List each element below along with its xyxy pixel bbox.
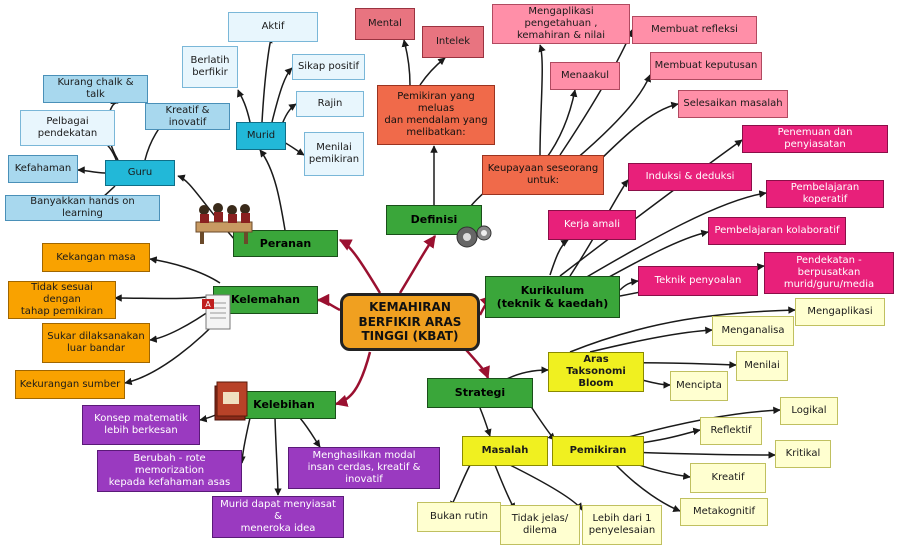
node-selesaikan-masalah: Selesaikan masalah	[678, 90, 788, 118]
node-kreatif-inovatif-guru: Kreatif & inovatif	[145, 103, 230, 130]
node-membuat-refleksi: Membuat refleksi	[632, 16, 757, 44]
central-topic: KEMAHIRAN BERFIKIR ARAS TINGGI (KBAT)	[340, 293, 480, 351]
node-bukan-rutin: Bukan rutin	[417, 502, 501, 532]
node-aktif: Aktif	[228, 12, 318, 42]
node-teknik-penyoalan: Teknik penyoalan	[638, 266, 758, 296]
node-pemikiran-meluas: Pemikiran yang meluas dan mendalam yang …	[377, 85, 495, 145]
node-tidak-jelas: Tidak jelas/ dilema	[500, 505, 580, 545]
node-konsep-matematik: Konsep matematik lebih berkesan	[82, 405, 200, 445]
node-koperatif: Pembelajaran koperatif	[766, 180, 884, 208]
document-icon: A	[200, 293, 234, 333]
node-kerja-amali: Kerja amali	[548, 210, 636, 240]
node-berubah-rote: Berubah - rote memorization kepada kefah…	[97, 450, 242, 492]
node-murid-menyiasat: Murid dapat menyiasat & meneroka idea	[212, 496, 344, 538]
node-kolaboratif: Pembelajaran kolaboratif	[708, 217, 846, 245]
node-logikal: Logikal	[780, 397, 838, 425]
node-tidak-sesuai: Tidak sesuai dengan tahap pemikiran	[8, 281, 116, 319]
node-kekurangan-sumber: Kekurangan sumber	[15, 370, 125, 399]
hub-peranan: Peranan	[233, 230, 338, 257]
node-taksonomi-bloom: Aras Taksonomi Bloom	[548, 352, 644, 392]
node-menilai: Menilai	[736, 351, 788, 381]
hub-strategi: Strategi	[427, 378, 533, 408]
node-guru: Guru	[105, 160, 175, 186]
node-mental: Mental	[355, 8, 415, 40]
node-modal-insan: Menghasilkan modal insan cerdas, kreatif…	[288, 447, 440, 489]
node-mencipta: Mencipta	[670, 371, 728, 401]
node-induksi-deduksi: Induksi & deduksi	[628, 163, 752, 191]
node-rajin: Rajin	[296, 91, 364, 117]
node-membuat-keputusan: Membuat keputusan	[650, 52, 762, 80]
node-sikap-positif: Sikap positif	[292, 54, 365, 80]
node-reflektif: Reflektif	[700, 417, 762, 445]
node-intelek: Intelek	[422, 26, 484, 58]
node-mengaplikasi: Mengaplikasi	[795, 298, 885, 326]
node-kefahaman: Kefahaman	[8, 155, 78, 183]
node-berlatih-berfikir: Berlatih berfikir	[182, 46, 238, 88]
node-menilai-pemikiran: Menilai pemikiran	[304, 132, 364, 176]
gears-icon	[455, 222, 495, 250]
node-kritikal: Kritikal	[775, 440, 831, 468]
node-mengaplikasi-pengetahuan: Mengaplikasi pengetahuan , kemahiran & n…	[492, 4, 630, 44]
node-masalah: Masalah	[462, 436, 548, 466]
node-pendekatan: Pendekatan - berpusatkan murid/guru/medi…	[764, 252, 894, 294]
svg-text:A: A	[205, 300, 211, 309]
hub-kurikulum: Kurikulum (teknik & kaedah)	[485, 276, 620, 318]
hub-kelebihan: Kelebihan	[232, 391, 336, 419]
node-hands-on: Banyakkan hands on learning	[5, 195, 160, 221]
node-pemikiran: Pemikiran	[552, 436, 644, 466]
node-menganalisa: Menganalisa	[712, 316, 794, 346]
book-icon	[209, 378, 251, 424]
node-kreatif: Kreatif	[690, 463, 766, 493]
node-kurang-chalk: Kurang chalk & talk	[43, 75, 148, 103]
node-kekangan-masa: Kekangan masa	[42, 243, 150, 272]
node-lebih-dari-1: Lebih dari 1 penyelesaian	[582, 505, 662, 545]
node-murid: Murid	[236, 122, 286, 150]
classroom-icon	[190, 200, 258, 246]
node-keupayaan: Keupayaan seseorang untuk:	[482, 155, 604, 195]
node-penemuan: Penemuan dan penyiasatan	[742, 125, 888, 153]
node-sukar-dilaksanakan: Sukar dilaksanakan luar bandar	[42, 323, 150, 363]
node-menaakul: Menaakul	[550, 62, 620, 90]
node-pelbagai-pendekatan: Pelbagai pendekatan	[20, 110, 115, 146]
node-metakognitif: Metakognitif	[680, 498, 768, 526]
